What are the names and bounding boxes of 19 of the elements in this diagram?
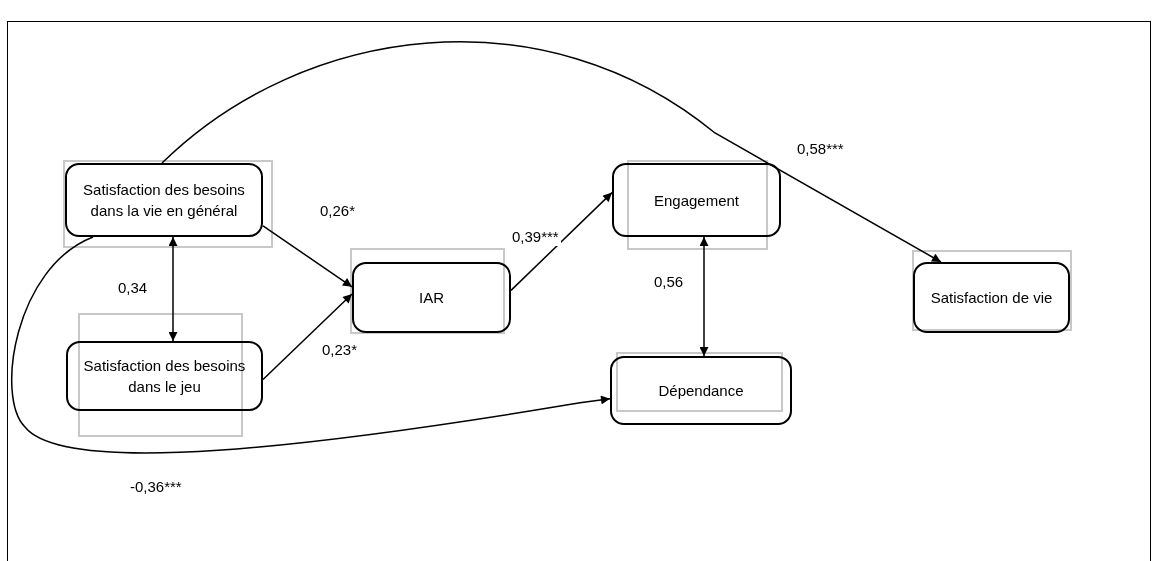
node-label: Engagement [653,190,740,211]
node-label: Satisfaction de vie [930,288,1053,308]
arrow [699,236,709,357]
rounded-box [352,262,511,333]
rounded-box [65,163,263,237]
arrow [161,41,942,263]
node-label: Satisfaction des besoins dans la vie en général [82,180,246,221]
arrow [510,191,613,292]
arrow [11,236,611,454]
rounded-box [66,341,263,411]
node-label: Satisfaction des besoins dans le jeu [82,356,247,397]
rounded-box [913,262,1070,333]
rounded-box [610,356,792,425]
rounded-box [612,163,781,237]
arrow [262,293,353,381]
node-label: Dépendance [658,381,744,401]
node-label: IAR [419,288,444,308]
arrow [262,225,353,288]
arrow [168,236,178,342]
